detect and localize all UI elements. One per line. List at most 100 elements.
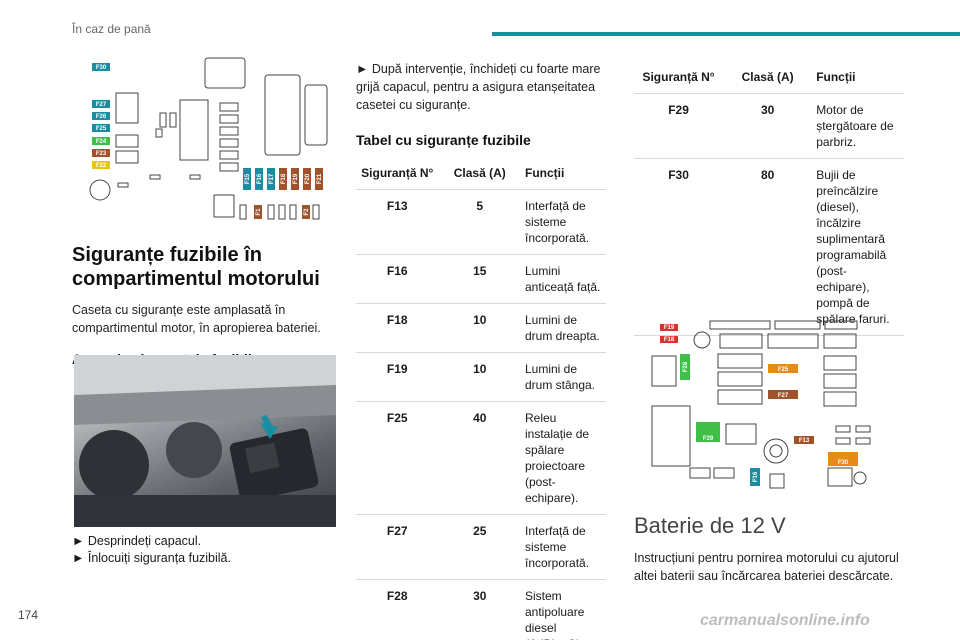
fuse-label-box xyxy=(302,205,310,219)
fuse-label-box xyxy=(92,63,110,71)
cell-func: Interfață de sisteme încorporată. xyxy=(521,514,606,580)
fuse-label-box xyxy=(254,205,262,219)
fuse-label-box xyxy=(92,124,110,132)
cell-fuse: F27 xyxy=(356,514,439,580)
fuse-label-text: F22 xyxy=(96,163,107,169)
cell-fuse: F19 xyxy=(356,352,439,402)
cell-func: Bujii de preîncălzire (diesel), încălzir… xyxy=(812,158,904,335)
fuse-label-box xyxy=(660,336,678,343)
fuse-label-text: F26 xyxy=(96,114,107,120)
fuse-label-text: F16 xyxy=(753,471,759,482)
fuse-label-text: F13 xyxy=(799,438,810,444)
fuse-label-box xyxy=(92,161,110,169)
cell-amp: 80 xyxy=(723,158,813,335)
step-remove-cover: ► Desprindeți capacul. xyxy=(72,534,202,548)
fuse-label-box xyxy=(696,422,720,442)
cell-func: Sistem antipoluare diesel (AdBlue®). xyxy=(521,579,606,640)
fuse-label-box xyxy=(291,168,299,190)
fuse-label-box xyxy=(828,452,858,466)
close-cover-note: ► După intervenție, închideți cu foarte … xyxy=(356,62,601,112)
battery-title: Baterie de 12 V xyxy=(634,513,786,538)
fuse-label-box xyxy=(279,168,287,190)
fuse-label-text: F21 xyxy=(317,173,323,184)
col-header-function-2: Funcții xyxy=(816,70,856,84)
fuse-label-text: F28 xyxy=(683,361,689,372)
fuse-label-text: F29 xyxy=(703,436,714,442)
fuse-label-text: F18 xyxy=(664,337,675,343)
col-header-class: Clasă (A) xyxy=(453,166,506,180)
engine-bay-photo xyxy=(74,355,336,527)
col-header-fuse: Siguranță N° xyxy=(361,166,434,180)
fuse-label-box xyxy=(750,468,760,486)
watermark: carmanualsonline.info xyxy=(700,612,870,629)
fuse-label-text: F20 xyxy=(305,173,311,184)
fuse-label-box xyxy=(680,354,690,380)
fuse-label-box xyxy=(243,168,251,190)
fuse-label-text: F2 xyxy=(304,208,310,216)
engine-fuses-intro: Caseta cu siguranțe este amplasată în co… xyxy=(72,303,321,335)
fuse-label-text: F16 xyxy=(257,173,263,184)
fuse-label-text: F25 xyxy=(778,367,789,373)
fuse-label-box xyxy=(794,436,814,444)
header-accent-bar xyxy=(492,32,960,36)
col-header-function: Funcții xyxy=(525,166,565,180)
cell-func: Lumini de drum dreapta. xyxy=(521,303,606,353)
step-replace-fuse: ► Înlocuiți siguranța fuzibilă. xyxy=(72,551,231,565)
cell-amp: 30 xyxy=(723,93,813,159)
col-header-class-2: Clasă (A) xyxy=(741,70,794,84)
fuse-label-box xyxy=(267,168,275,190)
fuse-label-text: F25 xyxy=(96,126,107,132)
cell-amp: 40 xyxy=(438,401,521,515)
fuse-label-text: F23 xyxy=(96,151,107,157)
col-header-fuse-2: Siguranță N° xyxy=(642,70,715,84)
fuse-label-box xyxy=(315,168,323,190)
cell-amp: 10 xyxy=(438,303,521,353)
cell-func: Motor de ștergătoare de parbriz. xyxy=(812,93,904,159)
fuse-label-text: F1 xyxy=(256,208,262,216)
cell-fuse: F13 xyxy=(356,189,439,255)
cell-fuse: F28 xyxy=(356,579,439,640)
page-number: 174 xyxy=(18,608,39,622)
fuse-label-box xyxy=(660,324,678,331)
fuse-label-box xyxy=(768,364,798,373)
cell-fuse: F29 xyxy=(634,93,724,159)
cell-fuse: F30 xyxy=(634,158,724,335)
fuse-label-box xyxy=(303,168,311,190)
fuse-label-text: F19 xyxy=(293,173,299,184)
fuse-label-text: F19 xyxy=(664,325,675,331)
cell-amp: 30 xyxy=(438,579,521,640)
fuse-label-box xyxy=(255,168,263,190)
fuse-label-text: F18 xyxy=(281,173,287,184)
cell-amp: 15 xyxy=(438,254,521,304)
cell-amp: 10 xyxy=(438,352,521,402)
engine-fuses-title: Siguranțe fuzibile în compartimentul mot… xyxy=(72,243,337,291)
fuse-label-box xyxy=(92,112,110,120)
cell-fuse: F16 xyxy=(356,254,439,304)
fuse-label-text: F27 xyxy=(96,102,107,108)
cell-amp: 5 xyxy=(438,189,521,255)
cell-fuse: F25 xyxy=(356,401,439,515)
cell-func: Lumini anticeață față. xyxy=(521,254,606,304)
fuse-label-text: F30 xyxy=(96,65,107,71)
engine-fuses-title-line1: Siguranțe fuzibile în xyxy=(72,244,263,266)
fuse-label-text: F30 xyxy=(838,460,849,466)
fuse-table-heading: Tabel cu siguranțe fuzibile xyxy=(356,132,531,148)
cell-func: Releu instalație de spălare proiectoare … xyxy=(521,401,606,515)
engine-fuses-title-line2: compartimentul motorului xyxy=(72,268,320,290)
fuse-label-text: F27 xyxy=(778,393,789,399)
section-header: În caz de pană xyxy=(72,22,151,36)
fuse-label-box xyxy=(92,137,110,145)
fuse-label-box xyxy=(768,390,798,399)
